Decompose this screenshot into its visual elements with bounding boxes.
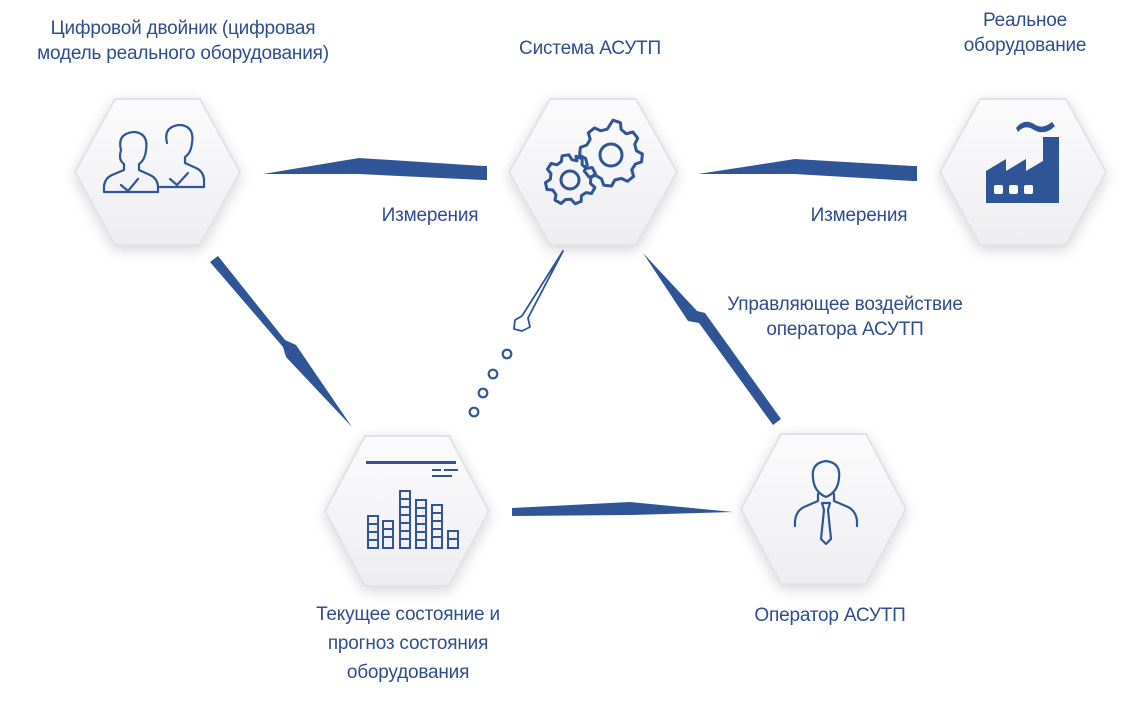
label-operator: Оператор АСУТП bbox=[720, 603, 940, 628]
bar-chart-icon bbox=[366, 461, 459, 549]
label-measurements-right: Измерения bbox=[784, 203, 934, 228]
label-real-equipment: Реальное оборудование bbox=[930, 8, 1120, 58]
label-digital-twin: Цифровой двойник (цифровая модель реальн… bbox=[8, 16, 358, 66]
label-operator-control-line2: оператора АСУТП bbox=[766, 319, 924, 340]
label-measurements-right-text: Измерения bbox=[810, 205, 908, 226]
label-real-equipment-line2: оборудование bbox=[963, 35, 1087, 56]
label-current-state-line2: прогноз состояния bbox=[327, 633, 489, 654]
label-digital-twin-line2: модель реального оборудования) bbox=[37, 43, 329, 64]
label-measurements-left-text: Измерения bbox=[381, 205, 479, 226]
arrow-twin-to-state bbox=[210, 256, 352, 427]
label-current-state-line1: Текущее состояние и bbox=[316, 604, 500, 625]
arrow-operator-to-system bbox=[643, 253, 781, 425]
operator-icon bbox=[793, 459, 859, 546]
arrow-measurements-left bbox=[263, 158, 487, 180]
label-current-state: Текущее состояние и прогноз состояния об… bbox=[288, 602, 528, 685]
label-measurements-left: Измерения bbox=[355, 203, 505, 228]
node-current-state bbox=[323, 435, 491, 587]
label-apcs-system-title: Система АСУТП bbox=[519, 38, 661, 59]
label-operator-control-line1: Управляющее воздействие bbox=[727, 294, 963, 315]
factory-icon bbox=[986, 121, 1059, 203]
node-digital-twin bbox=[73, 98, 242, 246]
label-real-equipment-line1: Реальное bbox=[983, 10, 1067, 31]
label-operator-title: Оператор АСУТП bbox=[754, 605, 906, 626]
users-check-icon bbox=[102, 123, 206, 194]
gears-icon bbox=[543, 118, 644, 206]
label-digital-twin-line1: Цифровой двойник (цифровая bbox=[50, 18, 316, 39]
label-operator-control: Управляющее воздействие оператора АСУТП bbox=[695, 292, 995, 342]
arrow-measurements-right bbox=[698, 159, 917, 181]
label-apcs-system: Система АСУТП bbox=[480, 36, 700, 61]
arrow-state-to-operator bbox=[512, 502, 733, 516]
label-current-state-line3: оборудования bbox=[346, 662, 470, 683]
arrow-system-to-state-dotted bbox=[468, 250, 564, 418]
